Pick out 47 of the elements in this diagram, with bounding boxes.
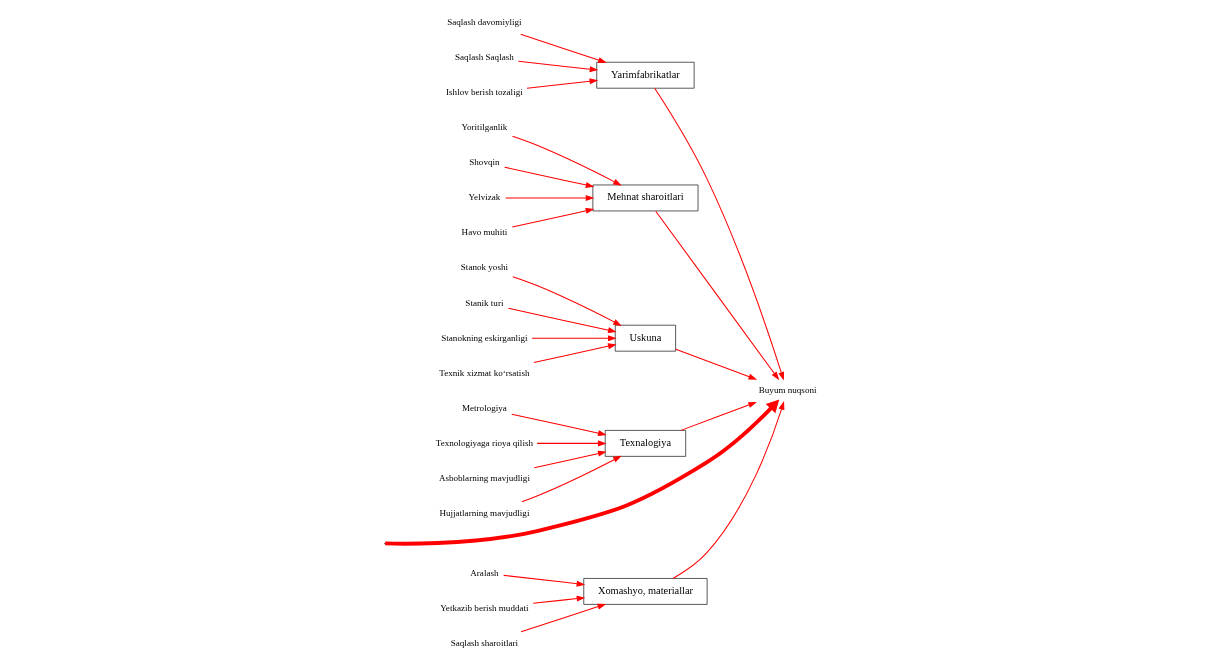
arrow <box>511 276 622 326</box>
arrow <box>536 440 606 447</box>
node-text: Saqlash Saqlash <box>454 52 514 63</box>
arrow <box>519 33 607 63</box>
node-text: Havo muhiti <box>461 227 507 238</box>
node-text: Yelvizak <box>467 192 500 203</box>
arrow <box>511 207 594 228</box>
arrow <box>672 401 784 579</box>
node-box: Yarimfabrikatlar <box>595 61 694 89</box>
arrow <box>520 455 622 503</box>
node-box: Texnalogiya <box>604 430 686 457</box>
node-text: Shovqin <box>468 157 500 168</box>
node-text: Hujjatlarning mavjudligi <box>438 507 529 518</box>
arrow <box>653 87 784 381</box>
node-text: Texnologiyaga rioya qilish <box>435 437 533 448</box>
arrow <box>517 60 598 73</box>
node-text: Yoritilganlik <box>460 122 507 133</box>
node-text: Buyum nuqsoni <box>758 385 817 396</box>
node-text: Ishlov berish tozaligi <box>445 87 523 98</box>
arrow <box>520 603 606 633</box>
arrow <box>532 343 617 364</box>
arrow <box>679 402 757 431</box>
arrow <box>504 194 594 201</box>
node-box: Xomashyo, materiallar <box>582 578 707 605</box>
arrow <box>674 348 757 380</box>
arrow <box>530 335 617 342</box>
arrow <box>533 450 607 469</box>
node-text: Saqlash davomiyligi <box>446 17 522 28</box>
arrow <box>654 210 779 381</box>
arrow <box>510 413 607 437</box>
arrow <box>507 307 617 334</box>
node-box: Uskuna <box>614 324 676 352</box>
node-text: Asboblarning mavjudligi <box>438 472 530 483</box>
arrow <box>511 135 622 186</box>
node-text: Saqlash sharoitlari <box>450 637 518 648</box>
node-text: Stanik turi <box>464 297 503 308</box>
arrow <box>532 595 585 604</box>
arrow <box>502 574 585 587</box>
arrow <box>503 166 594 188</box>
node-text: Texnik xizmat ko‘rsatish <box>438 367 529 378</box>
node-text: Stanok yoshi <box>460 262 508 273</box>
node-text: Yetkazib berish muddati <box>439 602 529 613</box>
node-text: Stanokning eskirganligi <box>440 332 528 343</box>
node-box: Mehnat sharoitlari <box>592 184 698 212</box>
node-text: Metrologiya <box>461 402 507 413</box>
arrow <box>526 78 598 89</box>
node-text: Aralash <box>469 567 499 578</box>
